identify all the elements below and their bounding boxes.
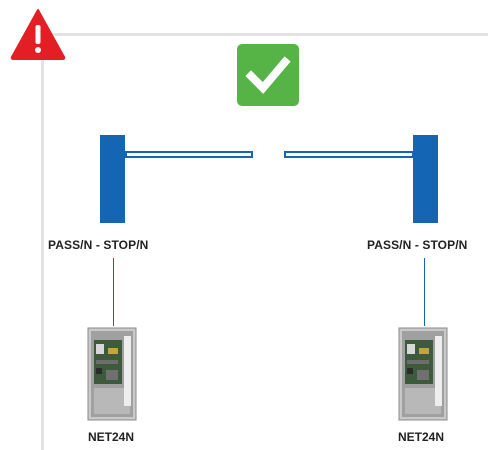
left-connection-line [113,258,114,326]
frame-left-border [41,36,44,450]
right-barrier-arm[interactable] [284,151,414,158]
right-barrier-post[interactable] [413,135,438,223]
checkmark-icon[interactable] [237,44,299,106]
left-barrier-post[interactable] [100,135,125,223]
frame-top-border [42,33,488,36]
right-control-unit-image[interactable] [393,326,453,422]
left-control-unit-image[interactable] [82,326,142,422]
left-barrier-arm[interactable] [125,151,253,158]
left-barrier-label: PASS/N - STOP/N [48,238,149,252]
right-barrier-label: PASS/N - STOP/N [367,238,468,252]
warning-icon[interactable] [10,8,66,60]
right-connection-line [424,258,425,326]
left-device-label: NET24N [88,430,135,444]
right-device-label: NET24N [398,430,445,444]
